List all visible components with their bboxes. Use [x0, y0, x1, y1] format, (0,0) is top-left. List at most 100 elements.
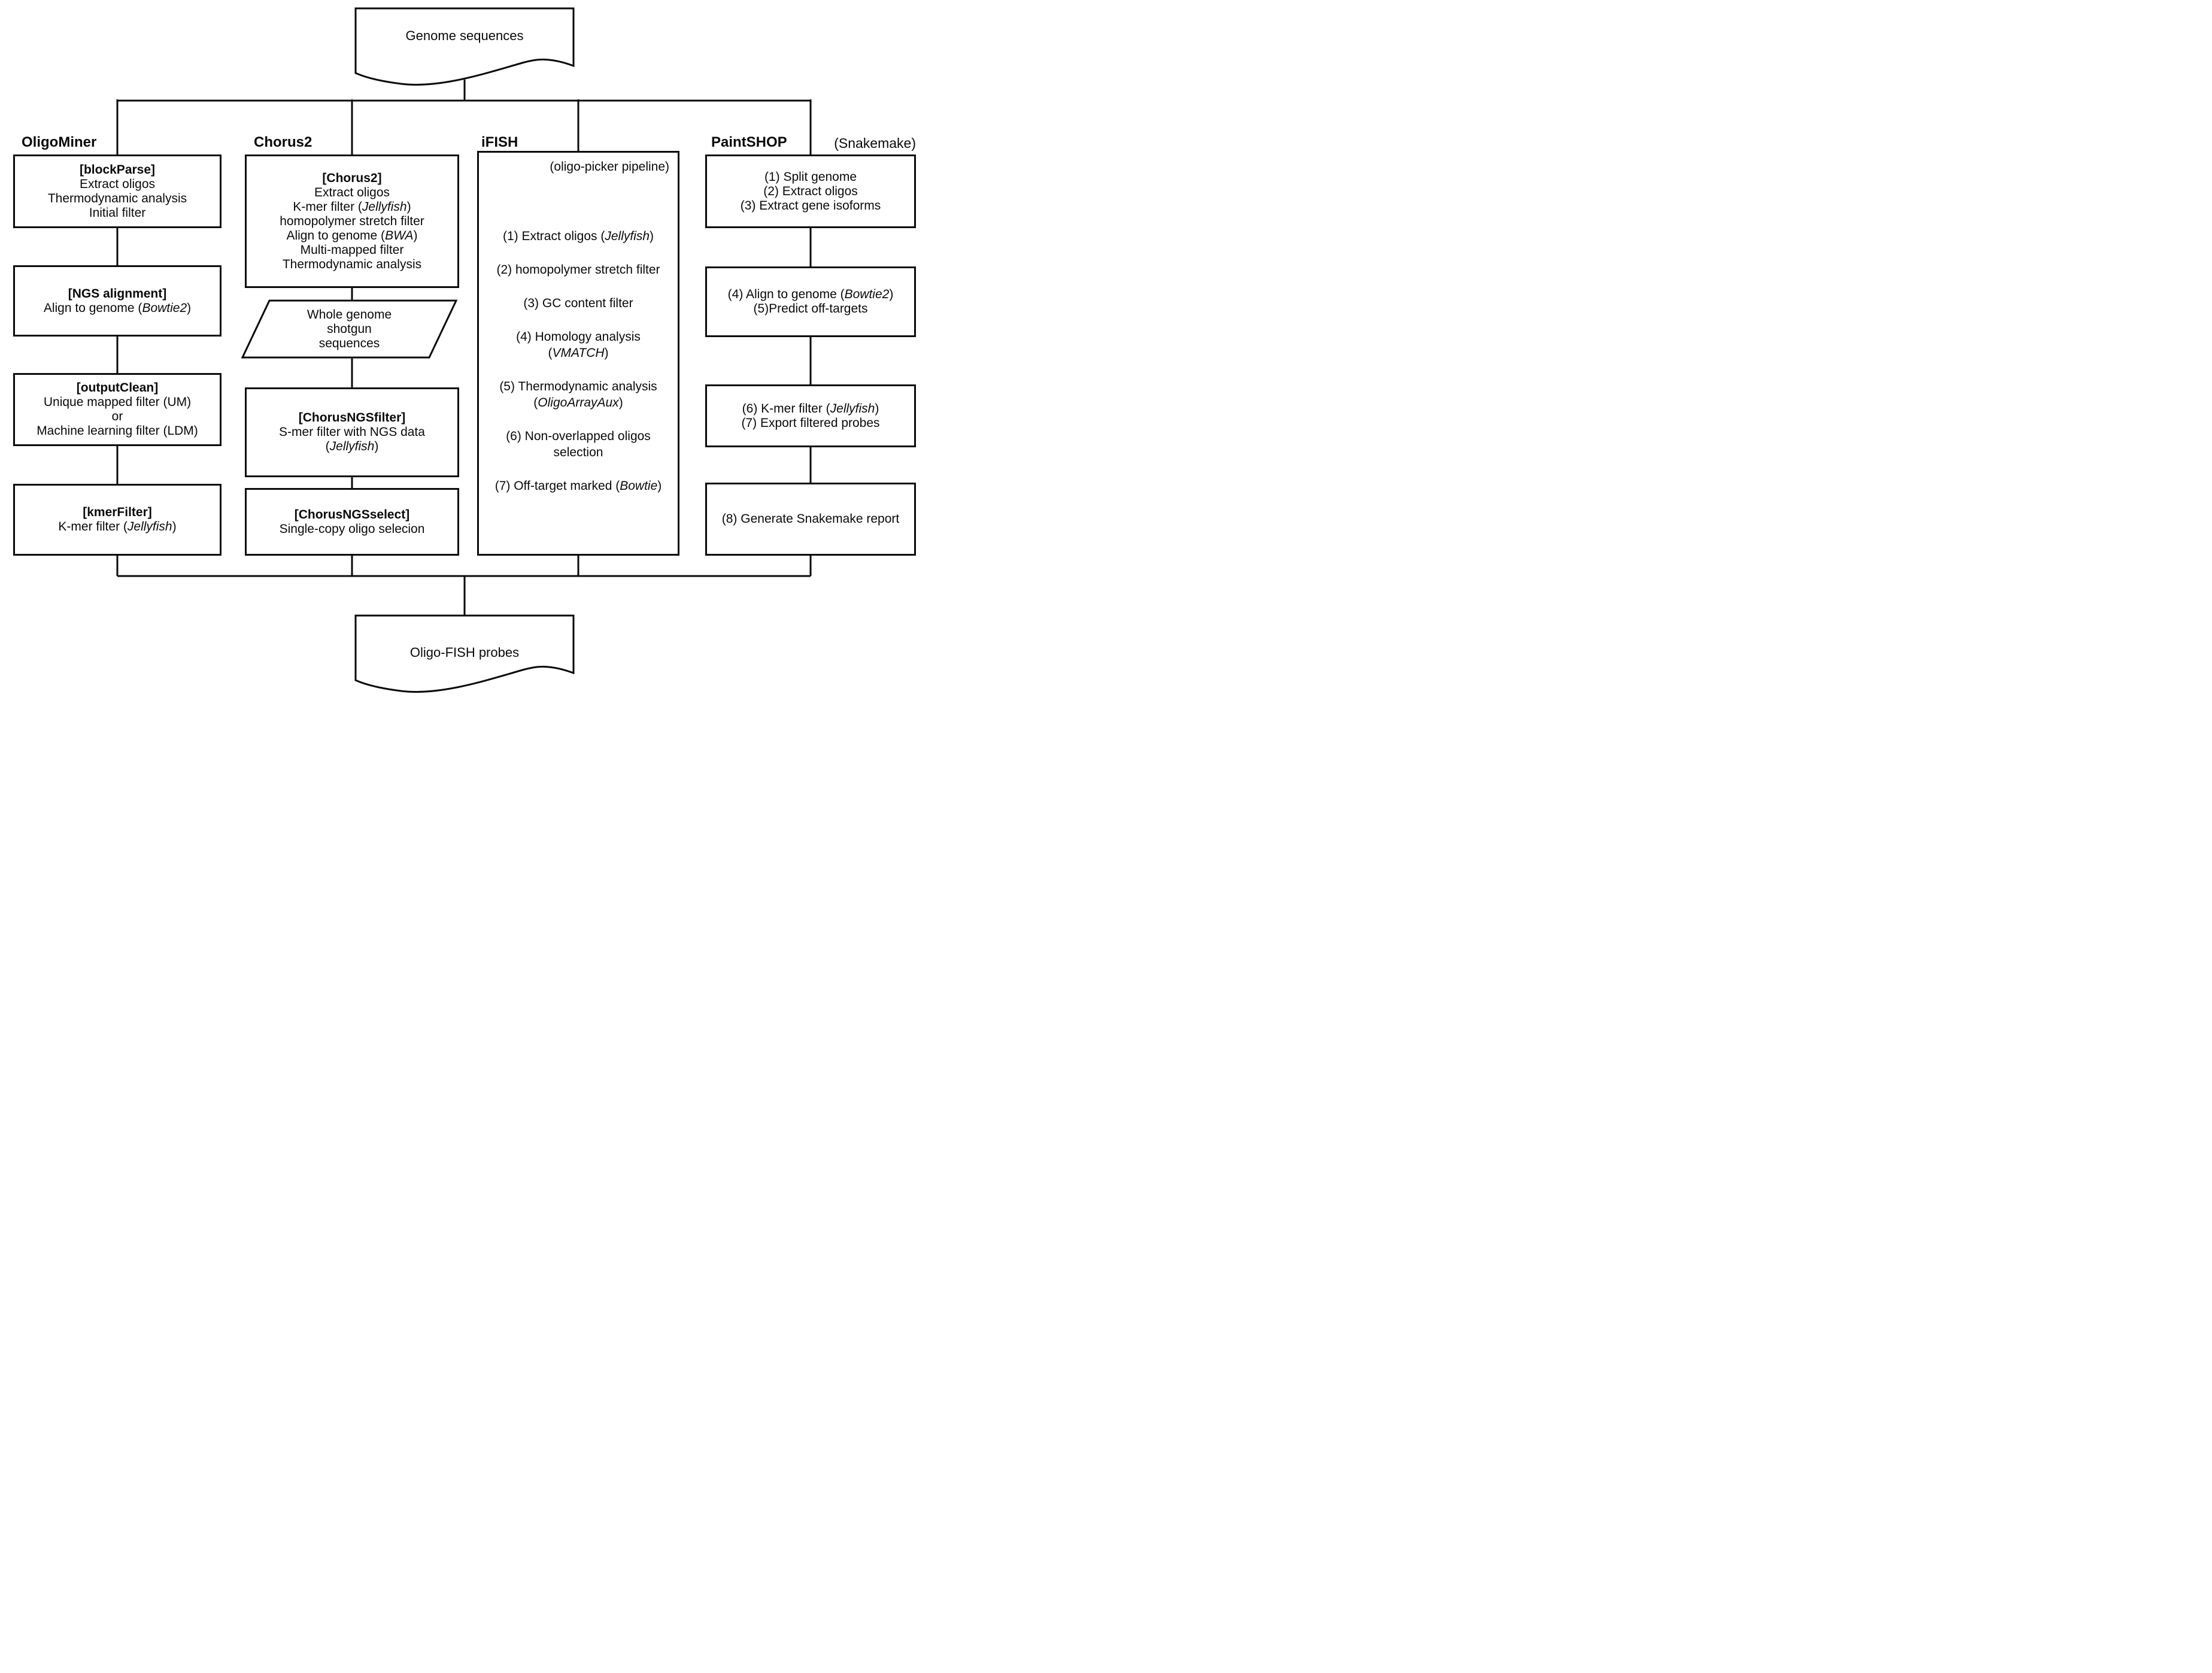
step-label: (5) Thermodynamic analysis: [499, 380, 657, 393]
ifish-step-2: (2) homopolymer stretch filter: [496, 263, 660, 277]
tool-name-italic: Bowtie2: [844, 287, 890, 301]
io-label: Whole genome: [307, 307, 392, 322]
text-segment: (: [533, 396, 538, 410]
step-label: (6) Non-overlapped oligos: [506, 429, 651, 443]
step-label: Machine learning filter (LDM): [37, 424, 198, 438]
ifish-step-7: (7) Off-target marked (Bowtie): [479, 478, 678, 494]
tool-name-italic: VMATCH: [552, 346, 605, 360]
text-segment: ): [187, 301, 192, 315]
tool-name-italic: Bowtie2: [142, 301, 187, 315]
module-name: [kmerFilter]: [83, 505, 152, 519]
module-name: [ChorusNGSselect]: [294, 507, 410, 522]
tool-name-italic: Jellyfish: [329, 440, 375, 453]
module-name: [ChorusNGSfilter]: [298, 411, 406, 425]
text-segment: Align to genome (: [286, 228, 386, 243]
module-name: [outputClean]: [76, 381, 159, 395]
step-label: (6) K-mer filter (Jellyfish): [742, 402, 879, 416]
paintshop-step1-box: (1) Split genome (2) Extract oligos (3) …: [705, 154, 916, 228]
ifish-step-1: (1) Extract oligos (Jellyfish): [479, 228, 678, 244]
oligominer-outputclean-box: [outputClean] Unique mapped filter (UM) …: [13, 373, 221, 446]
tool-name-italic: Jellyfish: [830, 401, 875, 416]
text-segment: (: [325, 440, 330, 453]
step-label: (4) Homology analysis: [516, 330, 641, 344]
step-label: selection: [553, 445, 603, 459]
text-segment: (: [548, 346, 553, 360]
ifish-step-5: (5) Thermodynamic analysis (OligoArrayAu…: [479, 378, 678, 411]
tool-name-italic: Jellyfish: [127, 520, 172, 534]
chorus2-ngsselect-box: [ChorusNGSselect] Single-copy oligo sele…: [245, 488, 459, 556]
text-segment: ): [875, 401, 879, 416]
step-label: K-mer filter (Jellyfish): [58, 520, 176, 534]
step-label: (1) Split genome: [764, 169, 857, 184]
tool-name-italic: OligoArrayAux: [538, 396, 619, 410]
text-segment: (6) K-mer filter (: [742, 401, 830, 416]
ifish-steps: (1) Extract oligos (Jellyfish) (2) homop…: [479, 228, 678, 511]
text-segment: ): [650, 229, 654, 243]
column-title-oligominer: OligoMiner: [22, 134, 97, 150]
text-segment: ): [172, 520, 177, 534]
chorus2-main-box: [Chorus2] Extract oligos K-mer filter (J…: [245, 154, 459, 288]
step-label: Thermodynamic analysis: [282, 257, 422, 271]
column-title-chorus2: Chorus2: [254, 134, 312, 150]
step-label: Align to genome (Bowtie2): [44, 301, 191, 316]
step-label: Thermodynamic analysis: [47, 191, 187, 205]
step-label: Align to genome (BWA): [286, 229, 417, 243]
text-segment: ): [657, 479, 662, 493]
oligo-fish-pipeline-flowchart: Genome sequences Oligo-FISH probes Oligo…: [0, 0, 925, 699]
step-label: homopolymer stretch filter: [280, 214, 424, 228]
module-name: [Chorus2]: [322, 171, 382, 185]
text-segment: ): [406, 199, 411, 214]
wgs-parallelogram-label: Whole genome shotgun sequences: [242, 301, 456, 357]
ifish-step-6: (6) Non-overlapped oligos selection: [479, 428, 678, 460]
paintshop-step2-box: (4) Align to genome (Bowtie2) (5)Predict…: [705, 266, 916, 337]
step-label: Unique mapped filter (UM): [43, 395, 192, 409]
text-segment: K-mer filter (: [293, 199, 362, 214]
step-label: S-mer filter with NGS data: [279, 425, 425, 439]
text-segment: ): [604, 346, 609, 360]
step-label: (5)Predict off-targets: [753, 302, 868, 316]
snakemake-tag: (Snakemake): [834, 135, 916, 151]
step-label: Single-copy oligo selecion: [279, 522, 425, 536]
tool-name-italic: BWA: [385, 228, 414, 243]
text-segment: ): [618, 396, 623, 410]
text-segment: ): [413, 228, 418, 243]
step-label: (Jellyfish): [326, 440, 379, 454]
text-segment: K-mer filter (: [58, 520, 128, 534]
text-segment: (1) Extract oligos (: [502, 229, 605, 243]
ifish-pipeline-note: (oligo-picker pipeline): [550, 160, 669, 174]
ifish-pipeline-box: (oligo-picker pipeline) (1) Extract olig…: [477, 151, 679, 556]
text-segment: (4) Align to genome (: [727, 287, 845, 301]
step-label: (3) Extract gene isoforms: [740, 198, 881, 213]
step-label: (VMATCH): [479, 345, 678, 361]
text-segment: Align to genome (: [43, 301, 142, 315]
tool-name-italic: Bowtie: [620, 479, 658, 493]
oligominer-ngs-alignment-box: [NGS alignment] Align to genome (Bowtie2…: [13, 265, 221, 337]
step-label: (4) Align to genome (Bowtie2): [728, 287, 894, 302]
module-name: [NGS alignment]: [68, 286, 167, 301]
step-label: (7) Export filtered probes: [741, 416, 880, 430]
connector-layer: [116, 7, 812, 693]
bottom-branch-lines: [116, 556, 812, 576]
io-label: shotgun: [327, 322, 372, 336]
wgs-parallelogram-shape: [241, 299, 458, 359]
ifish-step-3: (3) GC content filter: [523, 296, 633, 310]
step-label: (8) Generate Snakemake report: [721, 512, 900, 526]
step-label: Extract oligos: [79, 177, 156, 191]
text-segment: ): [889, 287, 894, 301]
step-label: (OligoArrayAux): [479, 395, 678, 411]
column-title-paintshop: PaintSHOP: [711, 134, 787, 150]
paintshop-step4-box: (8) Generate Snakemake report: [705, 483, 916, 556]
step-label: Multi-mapped filter: [300, 243, 404, 257]
text-segment: (7) Off-target marked (: [494, 479, 620, 493]
io-label: sequences: [318, 336, 380, 350]
step-label: or: [111, 410, 123, 423]
text-segment: ): [374, 440, 379, 453]
chorus2-ngsfilter-box: [ChorusNGSfilter] S-mer filter with NGS …: [245, 387, 459, 477]
paintshop-step3-box: (6) K-mer filter (Jellyfish) (7) Export …: [705, 384, 916, 447]
tool-name-italic: Jellyfish: [605, 229, 650, 243]
genome-sequences-document-shape: [354, 7, 575, 86]
step-label: (2) Extract oligos: [763, 184, 858, 198]
oligominer-kmerfilter-box: [kmerFilter] K-mer filter (Jellyfish): [13, 484, 221, 556]
genome-sequences-label: Genome sequences: [405, 28, 524, 43]
step-label: Initial filter: [89, 205, 146, 220]
